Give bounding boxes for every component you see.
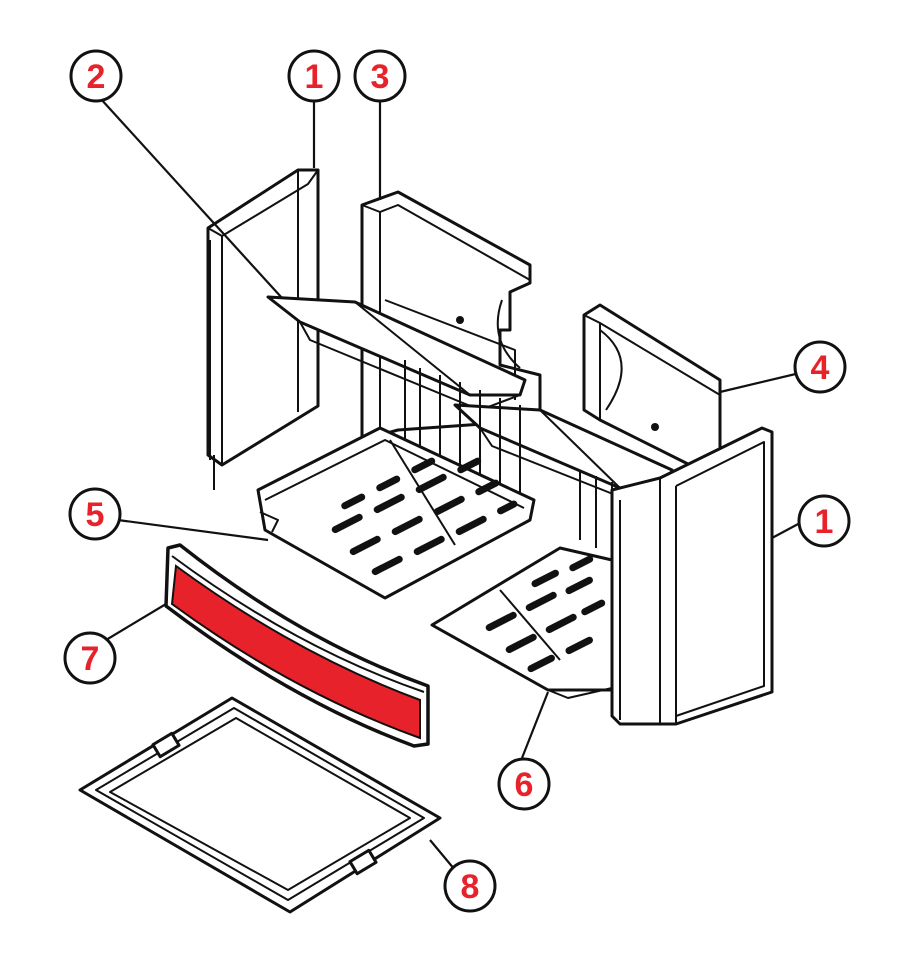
callout-5: 5 bbox=[68, 487, 122, 541]
callout-1-right: 1 bbox=[797, 494, 851, 548]
grate-slots-right bbox=[485, 555, 606, 673]
callout-label: 7 bbox=[81, 640, 100, 678]
side-panel-left bbox=[206, 168, 320, 490]
front-fret-face bbox=[170, 564, 421, 740]
floor-grate-left bbox=[256, 426, 536, 600]
callout-3: 3 bbox=[353, 49, 407, 103]
callout-6: 6 bbox=[497, 757, 551, 811]
callout-label: 5 bbox=[86, 496, 105, 534]
callout-label: 2 bbox=[87, 58, 106, 96]
floor-grate-right bbox=[430, 546, 614, 699]
callout-4: 4 bbox=[793, 340, 847, 394]
grate-slots-left bbox=[331, 457, 518, 576]
front-fret bbox=[164, 543, 430, 748]
callout-label: 6 bbox=[515, 766, 534, 804]
callout-label: 1 bbox=[815, 503, 834, 541]
callout-2: 2 bbox=[69, 49, 123, 103]
callout-label: 3 bbox=[371, 58, 390, 96]
callout-7: 7 bbox=[63, 631, 117, 685]
callout-label: 8 bbox=[461, 868, 480, 906]
leader-lines bbox=[99, 97, 805, 871]
callout-label: 1 bbox=[305, 58, 324, 96]
callout-8: 8 bbox=[443, 859, 497, 913]
callout-1-top: 1 bbox=[287, 49, 341, 103]
ash-pan bbox=[78, 696, 442, 914]
side-panel-right bbox=[610, 426, 774, 726]
callout-label: 4 bbox=[811, 349, 830, 387]
